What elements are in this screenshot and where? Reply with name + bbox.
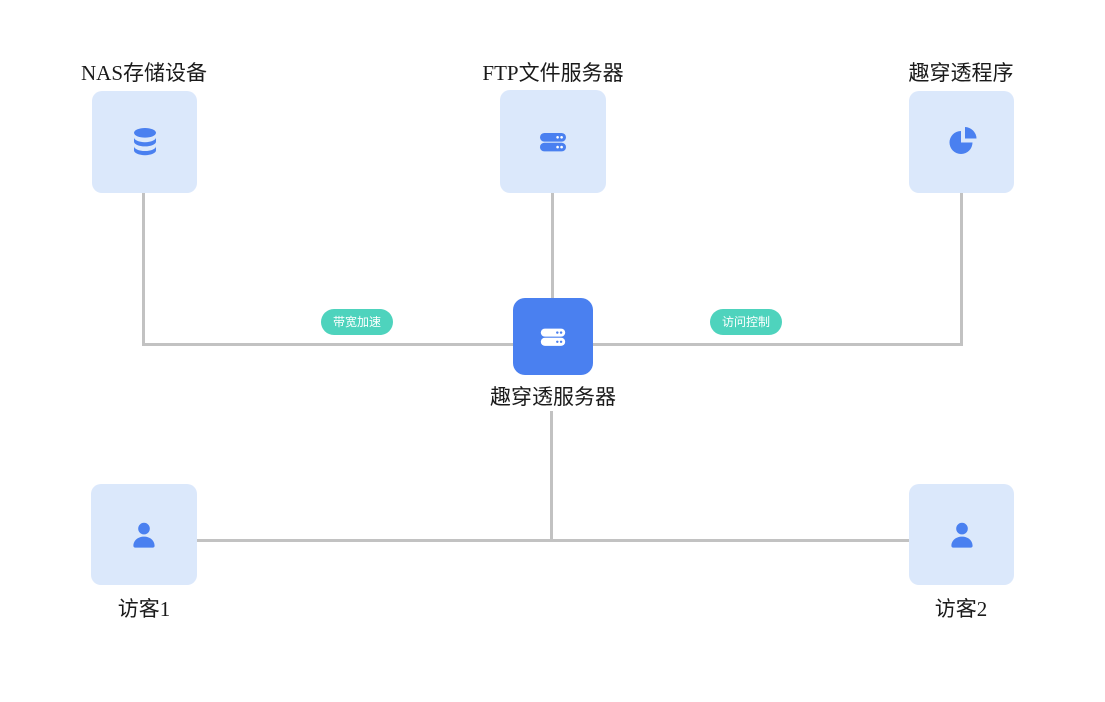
nas-card	[92, 91, 197, 193]
connector-ftp-to-server	[551, 193, 554, 298]
visitor2-label: 访客2	[934, 597, 988, 621]
nas-label: NAS存储设备	[80, 61, 208, 85]
connector-visitors	[197, 539, 909, 542]
server-card	[513, 298, 593, 375]
ftp-label: FTP文件服务器	[482, 61, 624, 85]
access-pill: 访问控制	[709, 309, 783, 335]
connector-server-down	[550, 411, 553, 542]
pie-chart-icon	[949, 127, 976, 154]
connector-nas-down	[142, 193, 145, 346]
app-label: 趣穿透程序	[908, 61, 1014, 85]
server-icon	[540, 328, 566, 346]
connector-app-to-server	[593, 343, 963, 346]
visitor1-card	[91, 484, 197, 585]
server-label: 趣穿透服务器	[484, 384, 622, 410]
user-icon	[133, 522, 155, 548]
visitor2-card	[909, 484, 1014, 585]
visitor1-label: 访客1	[117, 597, 171, 621]
ftp-card	[500, 90, 606, 193]
user-icon	[950, 522, 973, 548]
bandwidth-pill: 带宽加速	[320, 309, 394, 335]
connector-nas-to-server	[142, 343, 513, 346]
database-icon	[133, 128, 156, 156]
app-card	[909, 91, 1014, 193]
server-icon	[540, 132, 566, 151]
connector-app-down	[960, 193, 963, 346]
